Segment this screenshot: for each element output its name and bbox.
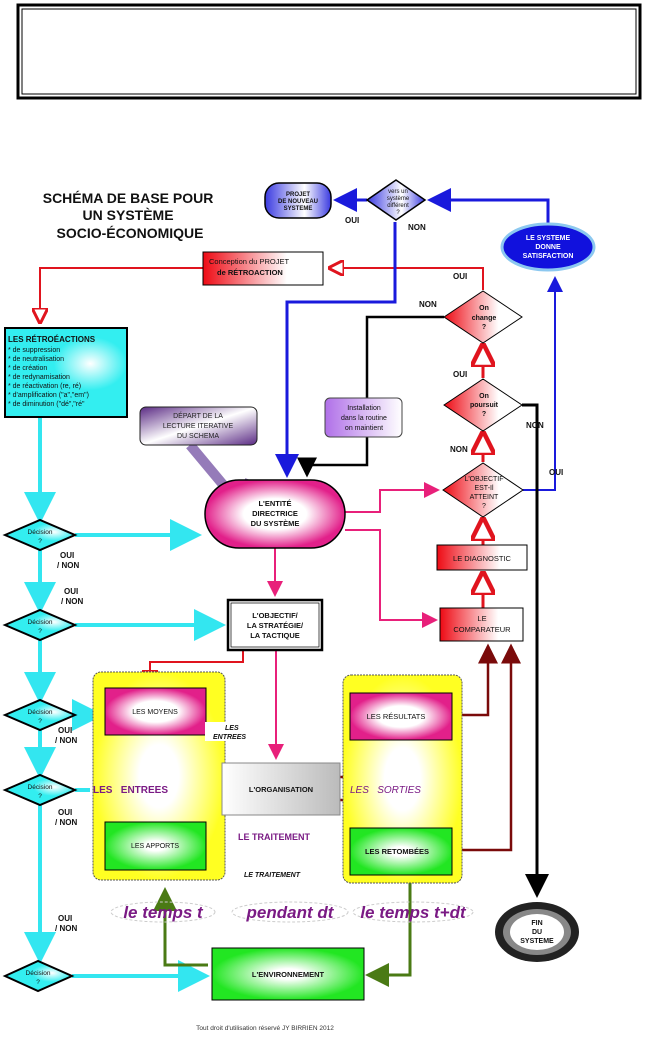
copyright-footer: Tout droit d'utilisation réservé JY BIRR… bbox=[196, 1025, 334, 1032]
decision-4: Décision? bbox=[2, 773, 78, 807]
svg-text:Décision?: Décision? bbox=[28, 784, 53, 800]
oui-non-labels: OUI/ NON OUI/ NON OUI/ NON OUI/ NON OUI/… bbox=[55, 551, 83, 933]
svg-text:L'ENVIRONNEMENT: L'ENVIRONNEMENT bbox=[252, 970, 325, 979]
retroactions-node: LES RÉTROÉACTIONS * de suppression * de … bbox=[4, 327, 128, 418]
svg-text:le temps t: le temps t bbox=[123, 903, 204, 922]
retombees-node: LES RETOMBÉES bbox=[349, 827, 453, 876]
entrees-big-label: LES ENTREES bbox=[93, 785, 168, 796]
svg-text:LES RETOMBÉES: LES RETOMBÉES bbox=[365, 847, 429, 856]
decision-2: Décision? bbox=[2, 608, 78, 642]
diagram-title: SCHÉMA DE BASE POUR UN SYSTÈME SOCIO-ÉCO… bbox=[43, 190, 218, 241]
sorties-label: LES SORTIES bbox=[350, 785, 421, 796]
temps-labels: le temps t pendant dt le temps t+dt bbox=[110, 901, 474, 923]
oui-label: OUI bbox=[549, 468, 563, 477]
traitement-small-label: LE TRAITEMENT bbox=[244, 872, 301, 879]
moyens-node: LES MOYENS bbox=[104, 687, 207, 736]
diagnostic-node: LE DIAGNOSTIC bbox=[436, 544, 528, 571]
decision-3: Décision? bbox=[2, 698, 78, 732]
apports-node: LES APPORTS bbox=[104, 821, 207, 871]
organisation-node: L'ORGANISATION bbox=[221, 762, 341, 816]
svg-text:Décision?: Décision? bbox=[28, 709, 53, 725]
svg-text:Décision?: Décision? bbox=[28, 619, 53, 635]
svg-text:OUI/ NON: OUI/ NON bbox=[55, 726, 77, 745]
oui-label: OUI bbox=[453, 272, 467, 281]
non-label: NON bbox=[408, 223, 426, 232]
svg-text:OUI/ NON: OUI/ NON bbox=[57, 551, 79, 570]
svg-text:L'OBJECTIF/LA STRATÉGIE/LA TAC: L'OBJECTIF/LA STRATÉGIE/LA TACTIQUE bbox=[247, 611, 304, 640]
svg-text:OUI/ NON: OUI/ NON bbox=[55, 914, 77, 933]
svg-text:LES RÉTROÉACTIONS * de s: LES RÉTROÉACTIONS * de suppression * de … bbox=[8, 335, 97, 408]
svg-text:le temps t+dt: le temps t+dt bbox=[360, 903, 467, 922]
svg-text:LES MOYENS: LES MOYENS bbox=[132, 709, 178, 716]
objectif-strategie-node: L'OBJECTIF/LA STRATÉGIE/LA TACTIQUE bbox=[226, 598, 324, 652]
environnement-node: L'ENVIRONNEMENT bbox=[211, 947, 365, 1001]
oui-label: OUI bbox=[345, 216, 359, 225]
svg-text:Décision?: Décision? bbox=[26, 970, 51, 986]
decision-1: Décision? bbox=[2, 518, 78, 552]
svg-text:LES APPORTS: LES APPORTS bbox=[131, 843, 179, 850]
svg-text:Décision?: Décision? bbox=[28, 529, 53, 545]
resultats-node: LES RÉSULTATS bbox=[349, 692, 453, 741]
oui-label: OUI bbox=[453, 370, 467, 379]
non-label: NON bbox=[450, 445, 468, 454]
non-label: NON bbox=[419, 300, 437, 309]
non-label: NON bbox=[526, 421, 544, 430]
svg-text:LE DIAGNOSTIC: LE DIAGNOSTIC bbox=[453, 554, 512, 563]
header-frame bbox=[16, 3, 642, 100]
traitement-label: LE TRAITEMENT bbox=[238, 832, 310, 842]
svg-text:OUI/ NON: OUI/ NON bbox=[61, 587, 83, 606]
svg-text:OUI/ NON: OUI/ NON bbox=[55, 808, 77, 827]
svg-text:L'ORGANISATION: L'ORGANISATION bbox=[249, 785, 313, 794]
svg-text:pendant dt: pendant dt bbox=[246, 903, 335, 922]
svg-text:LES RÉSULTATS: LES RÉSULTATS bbox=[367, 712, 426, 721]
decision-5: Décision? bbox=[2, 959, 75, 993]
